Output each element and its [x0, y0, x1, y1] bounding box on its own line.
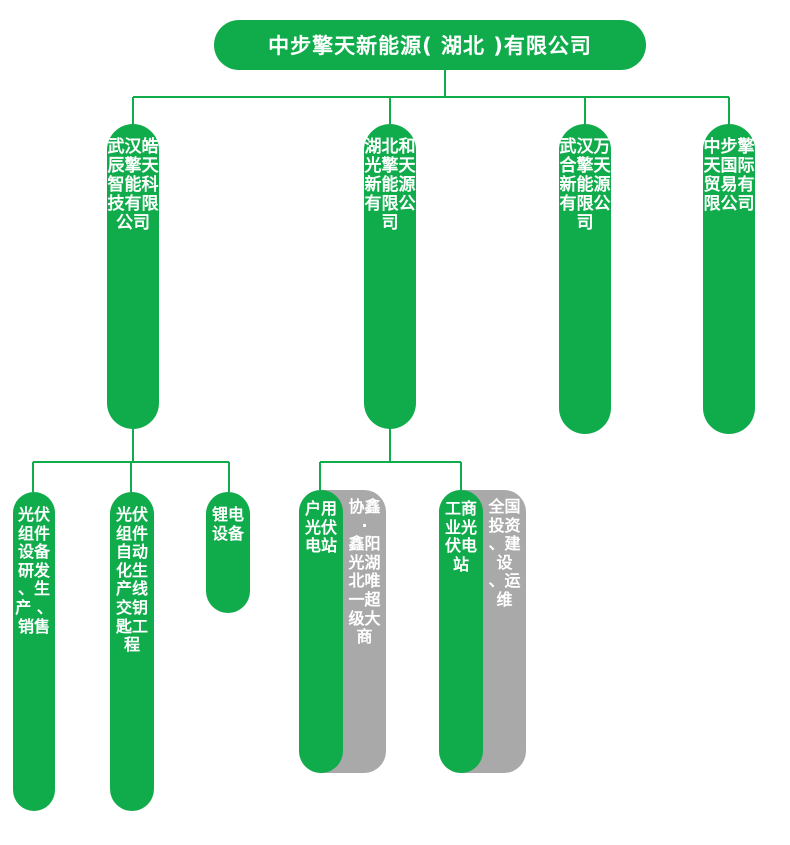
root-company-node: 中步擎天新能源( 湖北 )有限公司 — [214, 20, 646, 70]
company-label: 武汉万合擎天新能源有限公司 — [559, 137, 611, 233]
business-node-pv-equipment: 光伏组件设备研发 、生产 、销售 — [13, 492, 55, 811]
business-label: 锂电设备 — [211, 505, 244, 543]
business-label: 光伏组件自动化生产线交钥匙工程 — [115, 505, 148, 655]
business-node-lithium-equipment: 锂电设备 — [206, 492, 250, 613]
business-node-residential-pv: 户用光伏电站 — [299, 490, 343, 773]
business-label: 工商业光伏电站 — [444, 499, 477, 574]
root-company-label: 中步擎天新能源( 湖北 )有限公司 — [268, 34, 592, 58]
business-node-commercial-pv: 工商业光伏电站 — [439, 490, 483, 773]
company-label: 中步擎天国际贸易有限公司 — [703, 137, 755, 214]
business-label: 户用光伏电站 — [304, 499, 337, 556]
business-detail-label: 协鑫 · 鑫阳光湖北唯一超级大商 — [348, 497, 381, 647]
company-label: 湖北和光擎天新能源有限公司 — [364, 137, 416, 233]
business-detail-label: 全国投资 、建设 、运维 — [488, 497, 521, 609]
company-node-international-trade: 中步擎天国际贸易有限公司 — [703, 124, 755, 434]
company-label: 武汉皓辰擎天智能科技有限公司 — [107, 137, 159, 233]
business-label: 光伏组件设备研发 、生产 、销售 — [15, 505, 53, 636]
company-node-wuhan-wanhe: 武汉万合擎天新能源有限公司 — [559, 124, 611, 434]
business-node-turnkey-line: 光伏组件自动化生产线交钥匙工程 — [110, 492, 154, 811]
company-node-hubei-heguang: 湖北和光擎天新能源有限公司 — [364, 124, 416, 429]
company-node-wuhan-haochen: 武汉皓辰擎天智能科技有限公司 — [107, 124, 159, 429]
